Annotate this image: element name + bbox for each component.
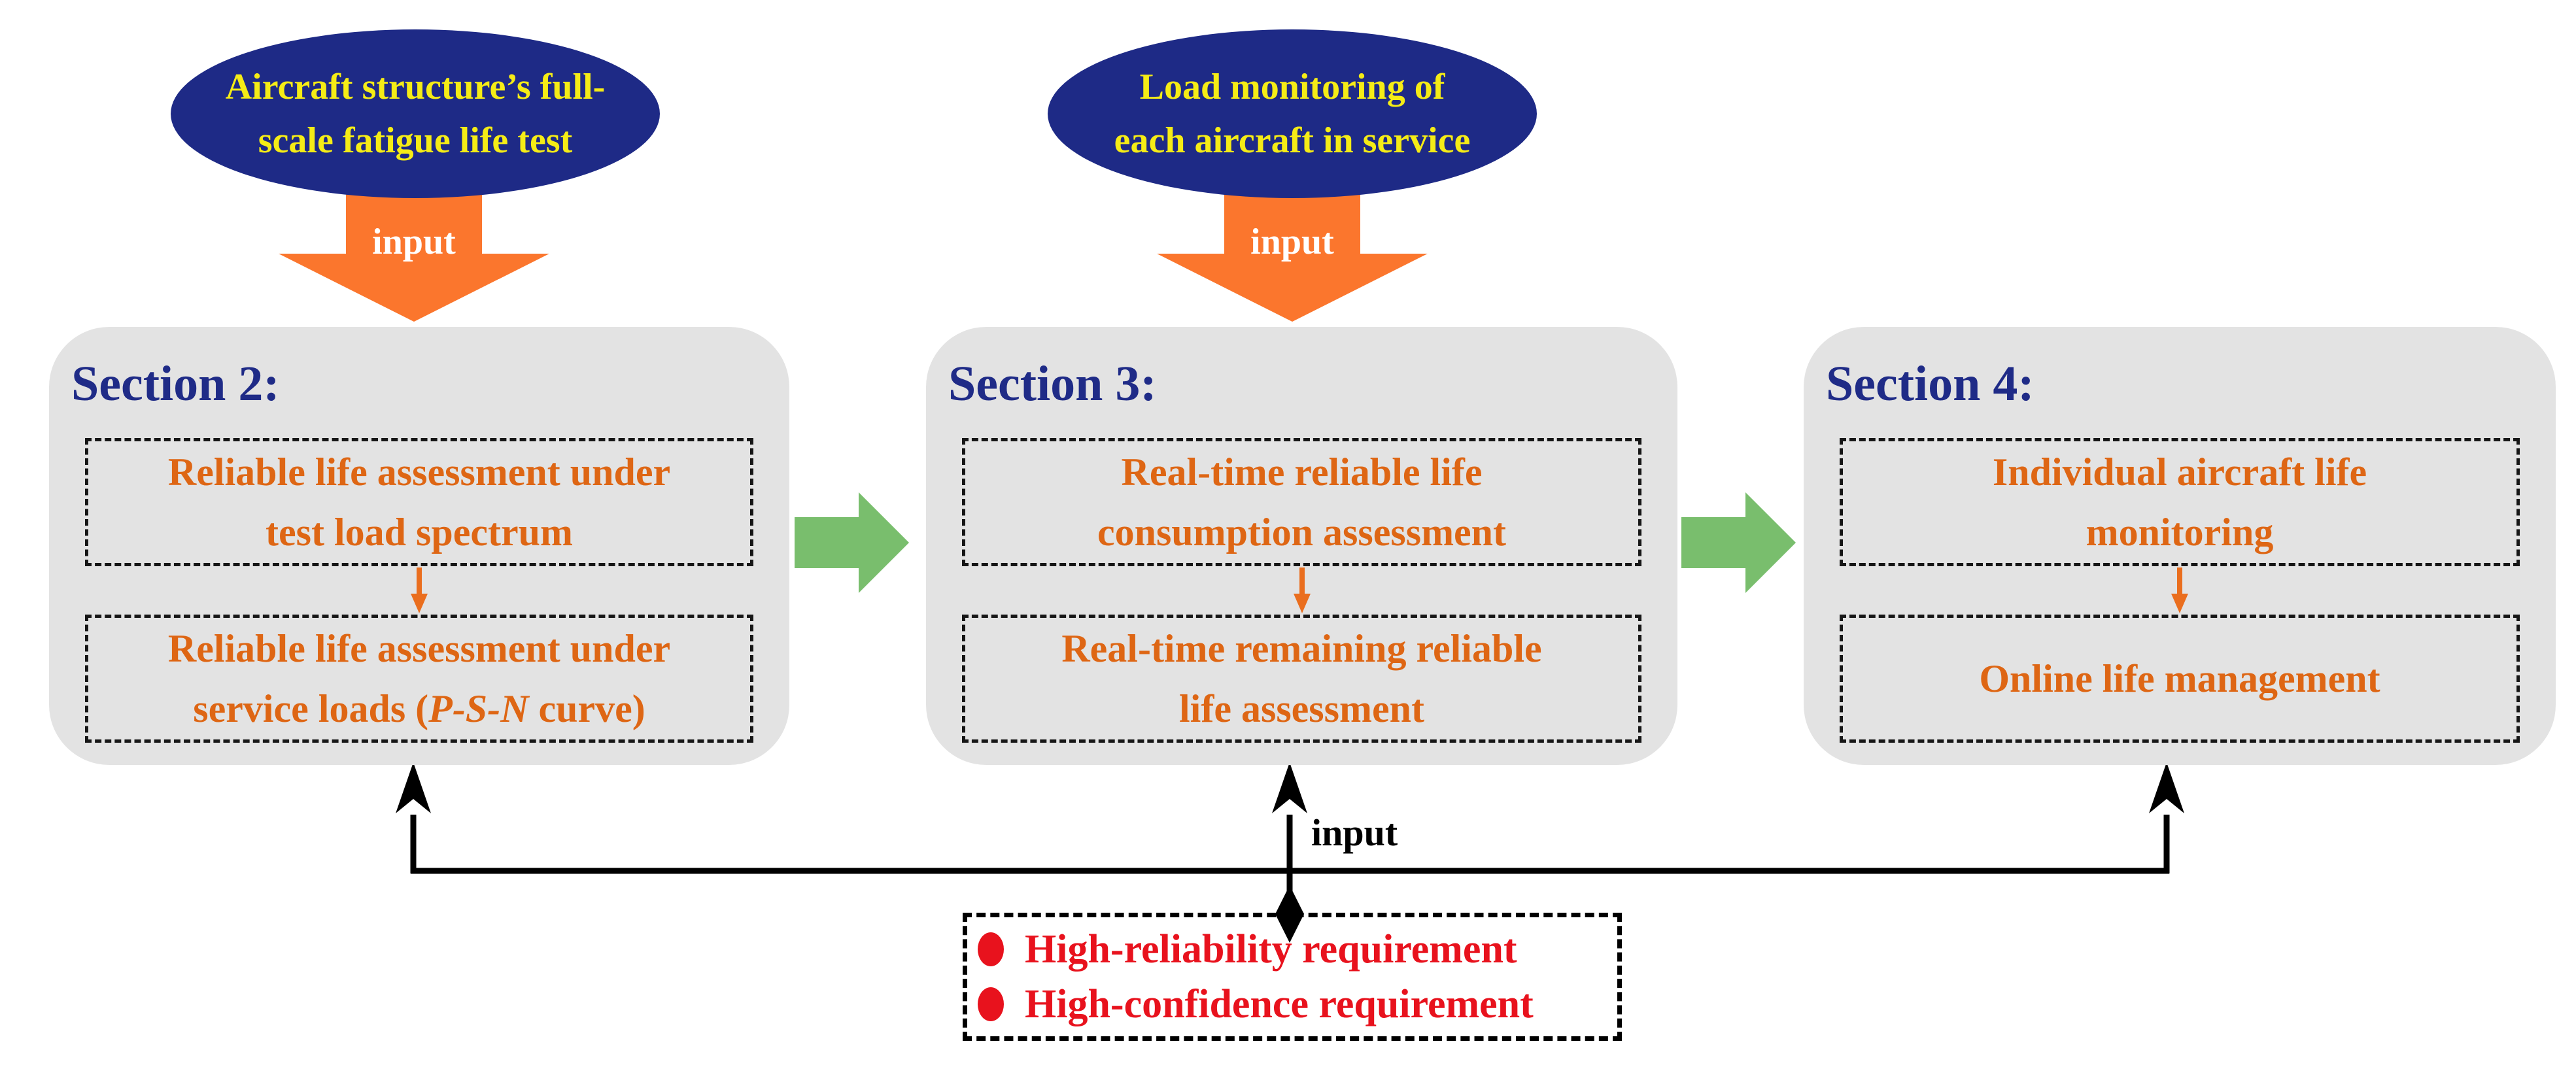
step-flow-down-arrow-icon [1293, 567, 1311, 613]
step-box-remaining-life: Real-time remaining reliable life assess… [962, 615, 1641, 743]
step-text-line: monitoring [2086, 511, 2274, 554]
flow-arrow-right-icon [795, 492, 909, 593]
feedback-input-label: input [1311, 811, 1398, 854]
requirement-item: High-reliability requirement [978, 926, 1604, 972]
step-text-line: Real-time reliable life [1121, 450, 1483, 494]
up-arrowhead-icon [1272, 762, 1307, 813]
step-text-line: service loads (P-S-N curve) [193, 679, 645, 739]
step-text-line: test load spectrum [266, 511, 573, 554]
step-text-part: curve) [528, 687, 645, 730]
up-arrowhead-icon [396, 762, 431, 813]
input-label: input [372, 222, 456, 262]
step-flow-down-arrow-icon [2171, 567, 2188, 613]
bullet-icon [978, 987, 1004, 1021]
input-arrow-down-icon [1157, 187, 1428, 322]
requirement-item: High-confidence requirement [978, 981, 1604, 1027]
flow-arrow-right-icon [1681, 492, 1796, 593]
ellipse-text-line: Load monitoring of [1139, 67, 1445, 107]
step-text-italic: P-S-N [428, 687, 529, 730]
section-title: Section 4: [1826, 356, 2035, 411]
ellipse-load-monitoring: Load monitoring of each aircraft in serv… [1048, 29, 1537, 198]
step-text-line: consumption assessment [1097, 511, 1507, 554]
ellipse-text-line: scale fatigue life test [258, 120, 573, 161]
step-box-service-loads: Reliable life assessment under service l… [85, 615, 753, 743]
step-text-part: service loads ( [193, 687, 429, 730]
step-box-online-management: Online life management [1840, 615, 2520, 743]
step-box-test-spectrum: Reliable life assessment under test load… [85, 438, 753, 566]
section-2-panel: Section 2: Reliable life assessment unde… [49, 327, 789, 765]
step-text-line: Real-time remaining reliable [1061, 627, 1542, 670]
ellipse-text-line: each aircraft in service [1114, 120, 1471, 161]
section-title: Section 3: [948, 356, 1157, 411]
input-label: input [1250, 222, 1334, 262]
step-box-individual-monitoring: Individual aircraft life monitoring [1840, 438, 2520, 566]
ellipse-text-line: Aircraft structure’s full- [225, 67, 606, 107]
step-flow-down-arrow-icon [411, 567, 428, 613]
section-3-panel: Section 3: Real-time reliable life consu… [926, 327, 1677, 765]
step-text-line: Individual aircraft life [1992, 450, 2367, 494]
requirement-text: High-reliability requirement [1025, 927, 1517, 972]
step-text-line: Online life management [1979, 657, 2380, 700]
step-text-line: Reliable life assessment under [167, 627, 671, 670]
ellipse-fatigue-test: Aircraft structure’s full- scale fatigue… [171, 29, 660, 198]
step-box-consumption: Real-time reliable life consumption asse… [962, 438, 1641, 566]
step-text-line: life assessment [1179, 687, 1424, 730]
section-4-panel: Section 4: Individual aircraft life moni… [1804, 327, 2556, 765]
input-arrow-down-icon [279, 187, 549, 322]
requirement-text: High-confidence requirement [1025, 982, 1534, 1026]
step-text-line: Reliable life assessment under [167, 450, 671, 494]
bullet-icon [978, 932, 1004, 966]
up-arrowhead-icon [2149, 762, 2184, 813]
requirements-box: High-reliability requirement High-confid… [963, 913, 1622, 1041]
section-title: Section 2: [71, 356, 280, 411]
